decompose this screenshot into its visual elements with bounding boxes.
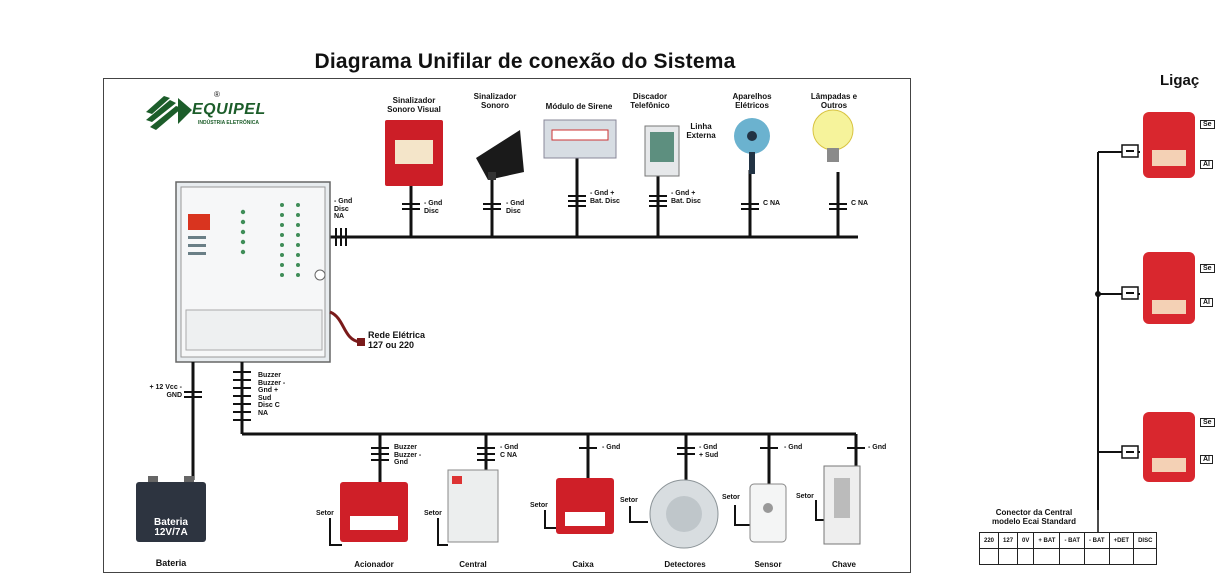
battery-icon [136, 476, 206, 542]
siren-module-icon [543, 119, 617, 159]
right-panel-title: Ligaç [1160, 72, 1200, 89]
terminal-label: - Gnd [602, 444, 621, 451]
switch-icon [823, 465, 861, 545]
connector-cell: +DET [1108, 532, 1135, 549]
connector-cell: + BAT [1033, 532, 1061, 549]
battery-terminal-label: + 12 Vcc - GND [149, 384, 183, 399]
terminal-label: - Gnd + Sud [699, 444, 719, 459]
terminal-label: C NA [851, 200, 869, 207]
manual-call-point-icon [340, 482, 408, 542]
setor-box-label: Se [1200, 120, 1215, 129]
fan-icon [734, 118, 770, 174]
connector-cell: 220 [978, 532, 1000, 549]
top-device-label: Lâmpadas e Outros [810, 92, 858, 110]
control-panel-icon [175, 181, 331, 363]
smoke-detector-icon [649, 479, 719, 549]
horn-siren-icon [476, 130, 524, 180]
terminal-label: - Gnd [784, 444, 803, 451]
alarm-box-label: Al [1200, 298, 1213, 307]
terminal-label: - Gnd + Bat. Disc [671, 190, 701, 205]
top-device-label: Aparelhos Elétricos [732, 92, 772, 110]
terminal-label: C NA [763, 200, 781, 207]
setor-label: Setor [424, 510, 442, 517]
diagram-title: Diagrama Unifilar de conexão do Sistema [314, 50, 736, 73]
gas-sensor-icon [749, 483, 787, 543]
logo-subtitle: INDÚSTRIA ELETRÔNICA [198, 120, 259, 126]
bus-terminal-label: Buzzer Buzzer - Gnd + Sud Disc C NA [258, 372, 286, 417]
top-device-label: Sinalizador Sonoro Visual [387, 96, 441, 114]
call-point-right-icon [1143, 112, 1195, 482]
setor-label: Setor [796, 493, 814, 500]
connector-table: 220 127 0V + BAT - BAT - BAT +DET DISC [978, 532, 1158, 565]
terminal-label: - Gnd C NA [500, 444, 519, 459]
terminal-label: - Gnd [868, 444, 887, 451]
bell-box-icon [556, 478, 614, 534]
connector-cell: DISC [1133, 532, 1158, 549]
setor-label: Setor [722, 494, 740, 501]
terminal-label: Buzzer Buzzer - Gnd [394, 444, 422, 466]
setor-box-label: Se [1200, 264, 1215, 273]
connector-cell: - BAT [1059, 532, 1085, 549]
bottom-device-label: Caixa [572, 560, 594, 569]
repeater-panel-icon [447, 469, 499, 543]
terminal-label: - Gnd Disc [506, 200, 525, 215]
connector-cell: - BAT [1084, 532, 1110, 549]
lightbulb-icon [812, 109, 854, 162]
connector-cell: 0V [1017, 532, 1035, 549]
battery-label: Bateria [155, 558, 187, 568]
equipel-logo-icon [146, 96, 192, 130]
bottom-device-label: Detectores [664, 560, 706, 569]
telephone-dialer-icon [644, 125, 680, 177]
terminal-label: - Gnd + Bat. Disc [590, 190, 620, 205]
bottom-device-label: Chave [831, 560, 856, 569]
bottom-device-label: Central [459, 560, 487, 569]
bottom-device-label: Sensor [754, 560, 782, 569]
top-device-label: Sinalizador Sonoro [473, 92, 517, 110]
bottom-device-label: Acionador [354, 560, 394, 569]
logo-brand: EQUIPEL [192, 101, 266, 118]
setor-box-label: Se [1200, 418, 1215, 427]
setor-label: Setor [530, 502, 548, 509]
alarm-box-label: Al [1200, 455, 1213, 464]
terminal-label: - Gnd Disc [424, 200, 443, 215]
registered-mark: ® [214, 90, 220, 99]
connector-title: Conector da Central modelo Ecai Standard [991, 508, 1077, 526]
external-line-label: Linha Externa [686, 122, 716, 140]
panel-top-terminal-label: - Gnd Disc NA [334, 198, 353, 220]
setor-label: Setor [620, 497, 638, 504]
connector-cell: 127 [998, 532, 1019, 549]
top-device-label: Discador Telefônico [630, 92, 670, 110]
setor-label: Setor [316, 510, 334, 517]
alarm-box-label: Al [1200, 160, 1213, 169]
sounder-visual-icon [385, 120, 443, 186]
top-device-label: Módulo de Sirene [545, 102, 613, 111]
